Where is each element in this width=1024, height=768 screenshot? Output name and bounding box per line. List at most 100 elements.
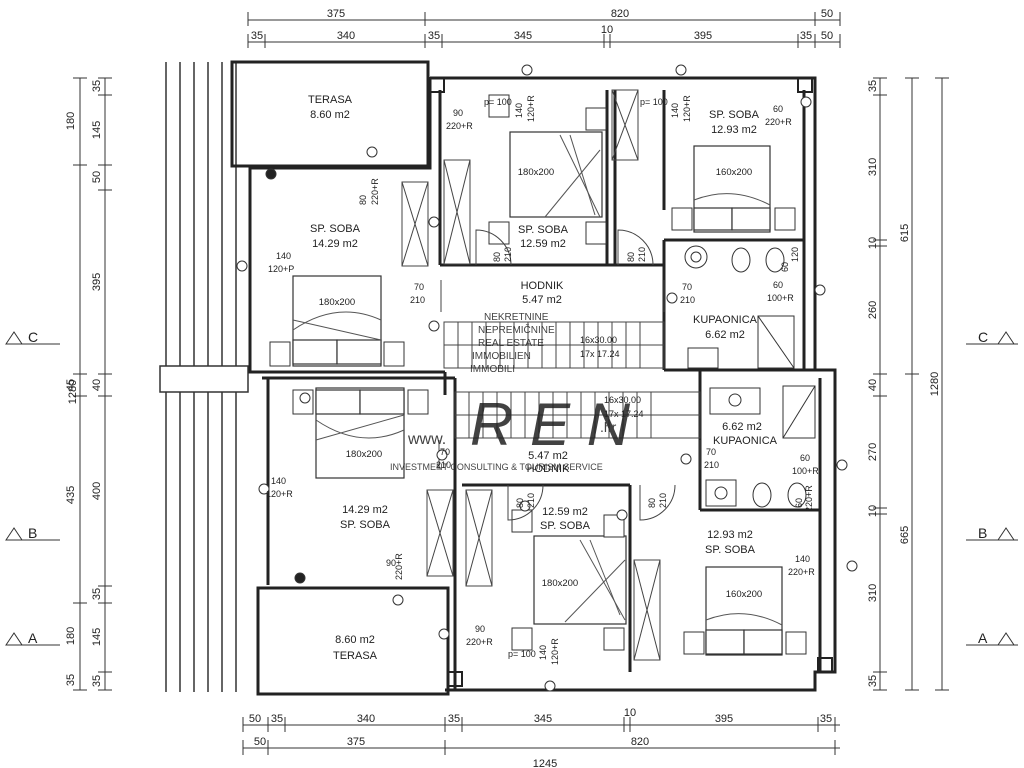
dim-right-outer-2: 665 xyxy=(899,526,911,544)
dim-right-outer-1: 615 xyxy=(899,224,911,242)
section-a-right: A xyxy=(978,630,988,646)
opening-120-w: 60 xyxy=(780,262,790,272)
door-labels: 80 210 80 210 70 210 70 210 70 210 70 21… xyxy=(410,247,719,508)
dim-right-inner-7: 10 xyxy=(867,505,879,517)
dim-right-inner-2: 310 xyxy=(867,158,879,176)
opening-right-140-h: 220+R xyxy=(788,567,815,577)
dim-bottom-outer-3: 820 xyxy=(631,736,649,748)
watermark-line-1: NEKRETNINE xyxy=(484,312,549,323)
opening-left-side-h: 120+P xyxy=(268,264,294,274)
room-soba-left-bottom-area: 14.29 m2 xyxy=(342,504,388,516)
door-4-h: 210 xyxy=(680,295,695,305)
stairs-top-line2: 17x 17.24 xyxy=(580,349,620,359)
watermark-line-3: REAL ESTATE xyxy=(478,338,544,349)
stairs-labels: 16x30.00 17x 17.24 16x30.00 17x 17.24 xyxy=(580,335,644,419)
dim-bottom-outer-2: 375 xyxy=(347,736,365,748)
dim-top-inner-6: 395 xyxy=(694,30,712,42)
opening-60b-h: 100+R xyxy=(767,293,794,303)
dimension-texts-bottom: 50 35 340 35 345 10 395 35 50 375 820 12… xyxy=(249,707,832,768)
section-c-right: C xyxy=(978,329,988,345)
opening-p100-a: p= 100 xyxy=(484,97,512,107)
dim-top-inner-4: 345 xyxy=(514,30,532,42)
dim-left-outer-3: 435 xyxy=(65,486,77,504)
dim-left-outer-1: 180 xyxy=(65,112,77,130)
dim-top-inner-5: 10 xyxy=(601,24,613,36)
room-soba-right-bottom-area: 12.93 m2 xyxy=(707,529,753,541)
door-swings xyxy=(438,229,701,521)
dim-top-inner-8: 50 xyxy=(821,30,833,42)
door-6-w: 70 xyxy=(706,447,716,457)
dim-bottom-inner-5: 345 xyxy=(534,713,552,725)
dim-right-inner-1: 35 xyxy=(867,80,879,92)
room-soba-mid-bottom-name: SP. SOBA xyxy=(540,520,591,532)
dim-left-inner-1: 35 xyxy=(91,80,103,92)
dim-bottom-inner-7: 395 xyxy=(715,713,733,725)
opening-terasa-top-h: 220+R xyxy=(446,121,473,131)
door-2-h: 210 xyxy=(637,247,647,262)
room-kupaonica-top-name: KUPAONICA xyxy=(693,314,758,326)
room-soba-left-bottom-name: SP. SOBA xyxy=(340,519,391,531)
door-5-w: 70 xyxy=(440,447,450,457)
opening-60d-h: 220+R xyxy=(804,485,814,512)
opening-soba-left-h: 220+R xyxy=(370,178,380,205)
room-hodnik-bottom-name: HODNIK xyxy=(527,463,570,475)
opening-p100-b: p= 100 xyxy=(640,97,668,107)
dim-bottom-outer-1: 50 xyxy=(254,736,266,748)
dim-bottom-inner-6: 10 xyxy=(624,707,636,719)
room-terasa-top-name: TERASA xyxy=(308,94,353,106)
bed-label-5: 180x200 xyxy=(542,578,578,589)
opening-bot-90-w: 90 xyxy=(475,624,485,634)
door-1-w: 80 xyxy=(492,252,502,262)
room-hodnik-top-area: 5.47 m2 xyxy=(522,294,562,306)
section-b-left: B xyxy=(28,525,37,541)
dim-left-inner-7: 35 xyxy=(91,588,103,600)
dim-left-outer-4: 180 xyxy=(65,627,77,645)
dim-bottom-inner-2: 35 xyxy=(271,713,283,725)
dimension-texts-top: 375 820 50 35 340 35 345 10 395 35 50 xyxy=(251,8,833,42)
opening-soba-left-w: 80 xyxy=(358,195,368,205)
section-markers xyxy=(5,331,1018,646)
dim-bottom-inner-8: 35 xyxy=(820,713,832,725)
opening-left-side-b-w: 140 xyxy=(271,476,286,486)
section-c-left: C xyxy=(28,329,38,345)
door-8-w: 80 xyxy=(647,498,657,508)
opening-120-h: 120 xyxy=(790,247,800,262)
opening-60b-w: 60 xyxy=(773,280,783,290)
dim-right-inner-9: 35 xyxy=(867,675,879,687)
bathroom-fixtures xyxy=(684,245,816,508)
section-labels: C B A C B A xyxy=(28,329,988,646)
door-4-w: 70 xyxy=(682,282,692,292)
watermark-line-4: IMMOBILIEN xyxy=(472,351,531,362)
room-soba-mid-bottom-area: 12.59 m2 xyxy=(542,506,588,518)
terrace-railing-stripes xyxy=(159,62,249,692)
dim-left-inner-5: 40 xyxy=(91,379,103,391)
dim-bottom-inner-1: 50 xyxy=(249,713,261,725)
room-soba-right-top-area: 12.93 m2 xyxy=(711,124,757,136)
room-hodnik-bottom-area: 5.47 m2 xyxy=(528,450,568,462)
dim-top-outer-3: 50 xyxy=(821,8,833,20)
room-kupaonica-bottom-area: 6.62 m2 xyxy=(722,421,762,433)
dim-left-inner-3: 50 xyxy=(91,171,103,183)
door-7-w: 80 xyxy=(515,498,525,508)
dimension-texts-right: 35 310 10 260 40 270 10 310 35 615 665 1… xyxy=(67,80,941,687)
door-8-h: 210 xyxy=(658,493,668,508)
opening-right-140-w: 140 xyxy=(795,554,810,564)
dim-left-inner-6: 400 xyxy=(91,482,103,500)
dim-bottom-total: 1245 xyxy=(533,758,557,768)
room-soba-mid-top-area: 12.59 m2 xyxy=(520,238,566,250)
room-kupaonica-top-area: 6.62 m2 xyxy=(705,329,745,341)
dimension-texts-left: 180 45 435 180 35 1280 35 145 50 395 40 … xyxy=(65,80,103,687)
room-soba-right-top-name: SP. SOBA xyxy=(709,109,760,121)
room-terasa-top-area: 8.60 m2 xyxy=(310,109,350,121)
bed-labels: 180x200 180x200 160x200 180x200 180x200 … xyxy=(319,167,762,600)
stairs-bottom xyxy=(454,391,701,439)
dim-top-inner-1: 35 xyxy=(251,30,263,42)
door-2-w: 80 xyxy=(626,252,636,262)
dim-bottom-inner-4: 35 xyxy=(448,713,460,725)
dim-right-inner-8: 310 xyxy=(867,584,879,602)
opening-140a-w: 140 xyxy=(514,103,524,118)
dim-left-outer-2: 45 xyxy=(65,379,77,391)
opening-left-side-b-h: 120+R xyxy=(266,489,293,499)
opening-terasa-top-w: 90 xyxy=(453,108,463,118)
